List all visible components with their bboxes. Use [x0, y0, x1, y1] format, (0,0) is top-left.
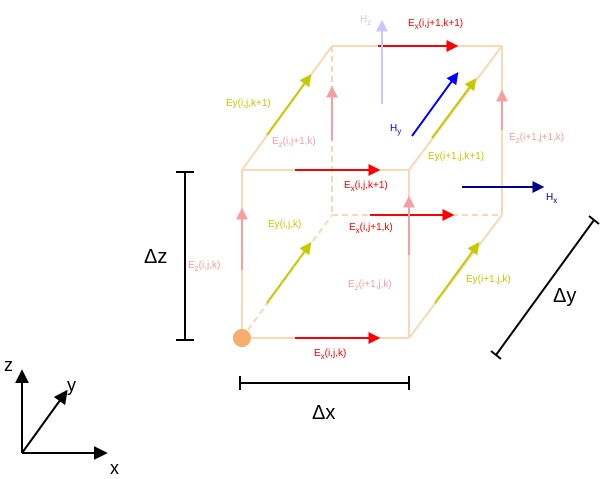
ex-ij1k-label: Ex(i,j+1,k)	[349, 222, 393, 235]
cube-edges	[241, 45, 503, 339]
origin-node	[233, 329, 251, 347]
dy-label: Δy	[553, 285, 576, 307]
ey-ijk-label: Ey(i,j,k)	[268, 219, 301, 230]
ez-ij1k-label: Ez(i,j+1,k)	[272, 136, 316, 149]
x-axis-label: x	[110, 458, 119, 478]
ey-arrow-ijk1	[266, 74, 312, 136]
ey-arrow-i1jk1	[431, 78, 477, 139]
hz-label: Hz	[360, 14, 371, 27]
dy-dimension	[490, 215, 600, 360]
hy-label: Hy	[390, 123, 401, 136]
ex-ijk1-label: Ex(i,j,k+1)	[344, 180, 388, 193]
dz-label: Δz	[144, 246, 167, 268]
dz-dimension	[176, 171, 194, 341]
hx-label: Hx	[546, 192, 557, 205]
ez-ijk-label: Ez(i,j,k)	[188, 260, 220, 273]
ey-i1jk-label: Ey(i+1,j,k)	[466, 274, 511, 285]
cube-edge-hidden	[241, 214, 333, 339]
ex-ij1k1-label: Ex(i,j+1,k+1)	[408, 18, 463, 31]
hy-arrow	[411, 72, 459, 137]
coordinate-axes	[15, 369, 108, 460]
y-axis-label: y	[67, 375, 76, 395]
ex-ijk-label: Ex(i,j,k)	[314, 348, 346, 361]
dx-dimension	[239, 376, 410, 390]
z-axis-label: z	[4, 355, 13, 375]
dx-label: Δx	[312, 402, 335, 424]
ey-i1jk1-label: Ey(i+1,j,k+1)	[428, 151, 484, 162]
ez-i1j1k-label: Ez(i+1,j+1,k)	[509, 132, 564, 145]
ey-ijk1-label: Ey(i,j,k+1)	[226, 98, 271, 109]
ez-i1jk-label: Ez(i+1,j,k)	[348, 279, 392, 292]
cube-edge	[408, 45, 503, 171]
y-axis-arrow	[21, 389, 68, 454]
ey-arrow-ijk	[266, 242, 312, 304]
ey-arrow-i1jk	[434, 242, 480, 304]
